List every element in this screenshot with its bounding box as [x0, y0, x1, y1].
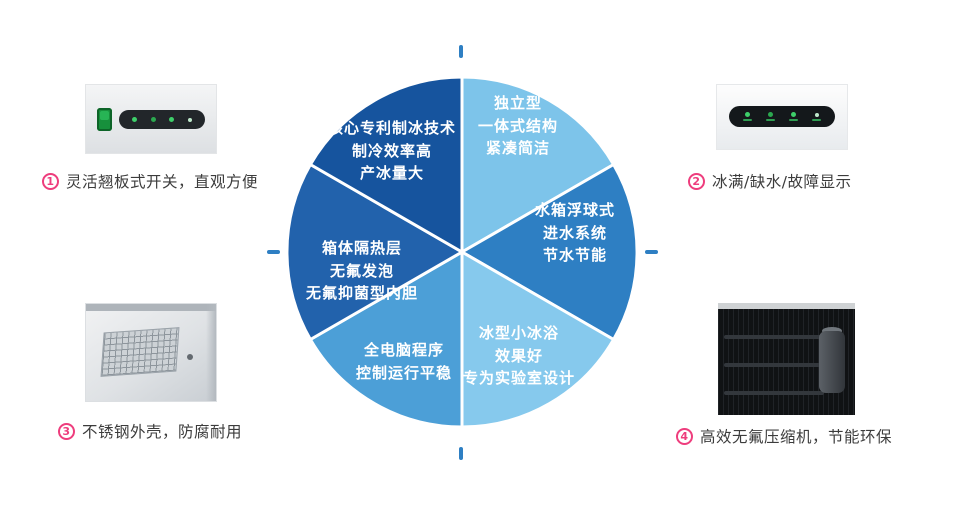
number-badge-2: 2 [688, 172, 705, 190]
interior-top-frame [86, 304, 216, 311]
feature-caption-4: 4 高效无氟压缩机，节能环保 [676, 425, 892, 447]
feature-pie: 核心专利制冰技术 制冷效率高 产冰量大 独立型 一体式结构 紧凑简洁 水箱浮球式… [285, 75, 639, 429]
condenser-tube [724, 335, 824, 339]
compressor-cylinder [819, 331, 845, 393]
pie-segment-ice-bath [460, 250, 616, 429]
indicator-label-mark [812, 118, 821, 121]
rocker-switch-key [100, 111, 109, 120]
number-badge-3: 3 [58, 422, 75, 440]
feature-caption-1: 1 灵活翘板式开关，直观方便 [42, 170, 258, 192]
condenser-tube [724, 391, 824, 395]
pie-segment-water-system [460, 163, 639, 341]
caption-text-4: 高效无氟压缩机，节能环保 [700, 428, 893, 446]
pie-label-insulation: 箱体隔热层 无氟发泡 无氟抑菌型内胆 [305, 239, 418, 302]
pie-label-independent: 独立型 一体式结构 紧凑简洁 [477, 94, 558, 157]
indicator-led-group [743, 112, 752, 121]
interior-shadow [206, 304, 216, 401]
indicator-led [169, 117, 175, 122]
compressor-photo-top-edge [718, 303, 855, 309]
pie-svg [285, 75, 639, 429]
indicator-led [132, 117, 138, 122]
tick-top [459, 45, 463, 58]
indicator-led [187, 117, 192, 122]
photo-indicator-panel [716, 84, 848, 150]
tick-right [645, 250, 658, 254]
drain-hole [187, 354, 193, 360]
control-panel-strip [119, 110, 205, 129]
number-badge-1: 1 [42, 172, 59, 190]
display-panel-strip [729, 106, 835, 127]
pie-label-core-tech: 核心专利制冰技术 制冷效率高 产冰量大 [327, 119, 456, 182]
indicator-led [768, 112, 773, 117]
indicator-led [791, 112, 796, 117]
feature-caption-3: 3 不锈钢外壳，防腐耐用 [58, 420, 242, 442]
caption-text-2: 冰满/缺水/故障显示 [712, 173, 852, 191]
indicator-led [150, 117, 156, 122]
indicator-led-group [812, 112, 821, 121]
indicator-led-group [766, 112, 775, 121]
pie-label-computer-control: 全电脑程序 控制运行平稳 [355, 341, 452, 382]
photo-rocker-switch-panel [85, 84, 217, 154]
pie-segment-core-tech [308, 75, 464, 254]
pie-segment-computer-control [308, 250, 464, 429]
indicator-led [814, 112, 819, 117]
indicator-label-mark [743, 119, 752, 121]
condenser-tube [724, 363, 836, 367]
indicator-led-group [789, 112, 798, 121]
ice-grid-tray [100, 327, 180, 377]
indicator-label-mark [789, 119, 798, 121]
pie-label-water-system: 水箱浮球式 进水系统 节水节能 [534, 201, 615, 264]
pie-segment-insulation [285, 163, 464, 341]
indicator-label-mark [766, 119, 775, 121]
photo-stainless-interior [85, 303, 217, 402]
tick-left [267, 250, 280, 254]
pie-label-ice-bath: 冰型小冰浴 效果好 专为实验室设计 [462, 324, 575, 387]
photo-compressor [718, 303, 855, 415]
rocker-switch [97, 108, 112, 131]
indicator-led [745, 112, 750, 117]
caption-text-1: 灵活翘板式开关，直观方便 [66, 173, 259, 191]
pie-segment-independent [460, 75, 616, 254]
number-badge-4: 4 [676, 427, 693, 445]
caption-text-3: 不锈钢外壳，防腐耐用 [82, 423, 243, 441]
feature-caption-2: 2 冰满/缺水/故障显示 [688, 170, 851, 192]
tick-bottom [459, 447, 463, 460]
